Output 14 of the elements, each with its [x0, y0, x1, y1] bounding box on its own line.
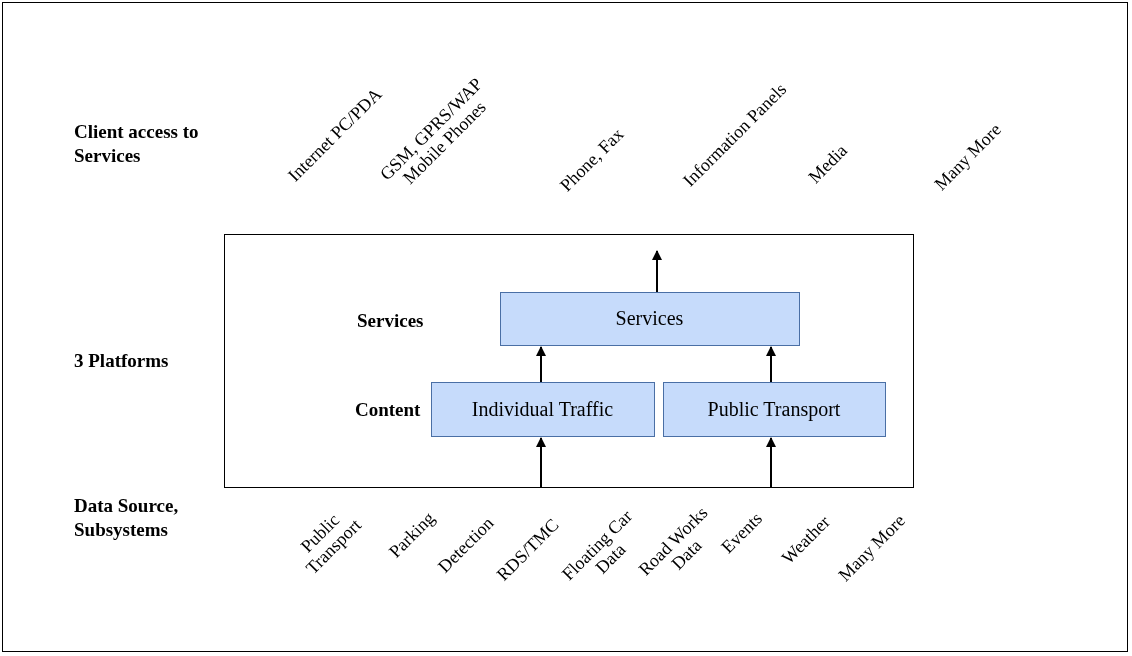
arrow [536, 437, 546, 488]
service-box: Services [499, 291, 800, 346]
arrow [536, 346, 546, 383]
layer-label: Content [355, 398, 421, 422]
platform-box [224, 234, 914, 488]
row-label: 3 Platforms [74, 349, 169, 373]
arrow [766, 346, 776, 383]
layer-label: Services [357, 309, 424, 333]
row-label: Data Source, Subsystems [74, 494, 180, 542]
arrow [652, 250, 662, 293]
arrow [766, 437, 776, 488]
content-box: Individual Traffic [430, 381, 655, 437]
content-box: Public Transport [662, 381, 886, 437]
row-label: Client access to Services [74, 120, 200, 168]
